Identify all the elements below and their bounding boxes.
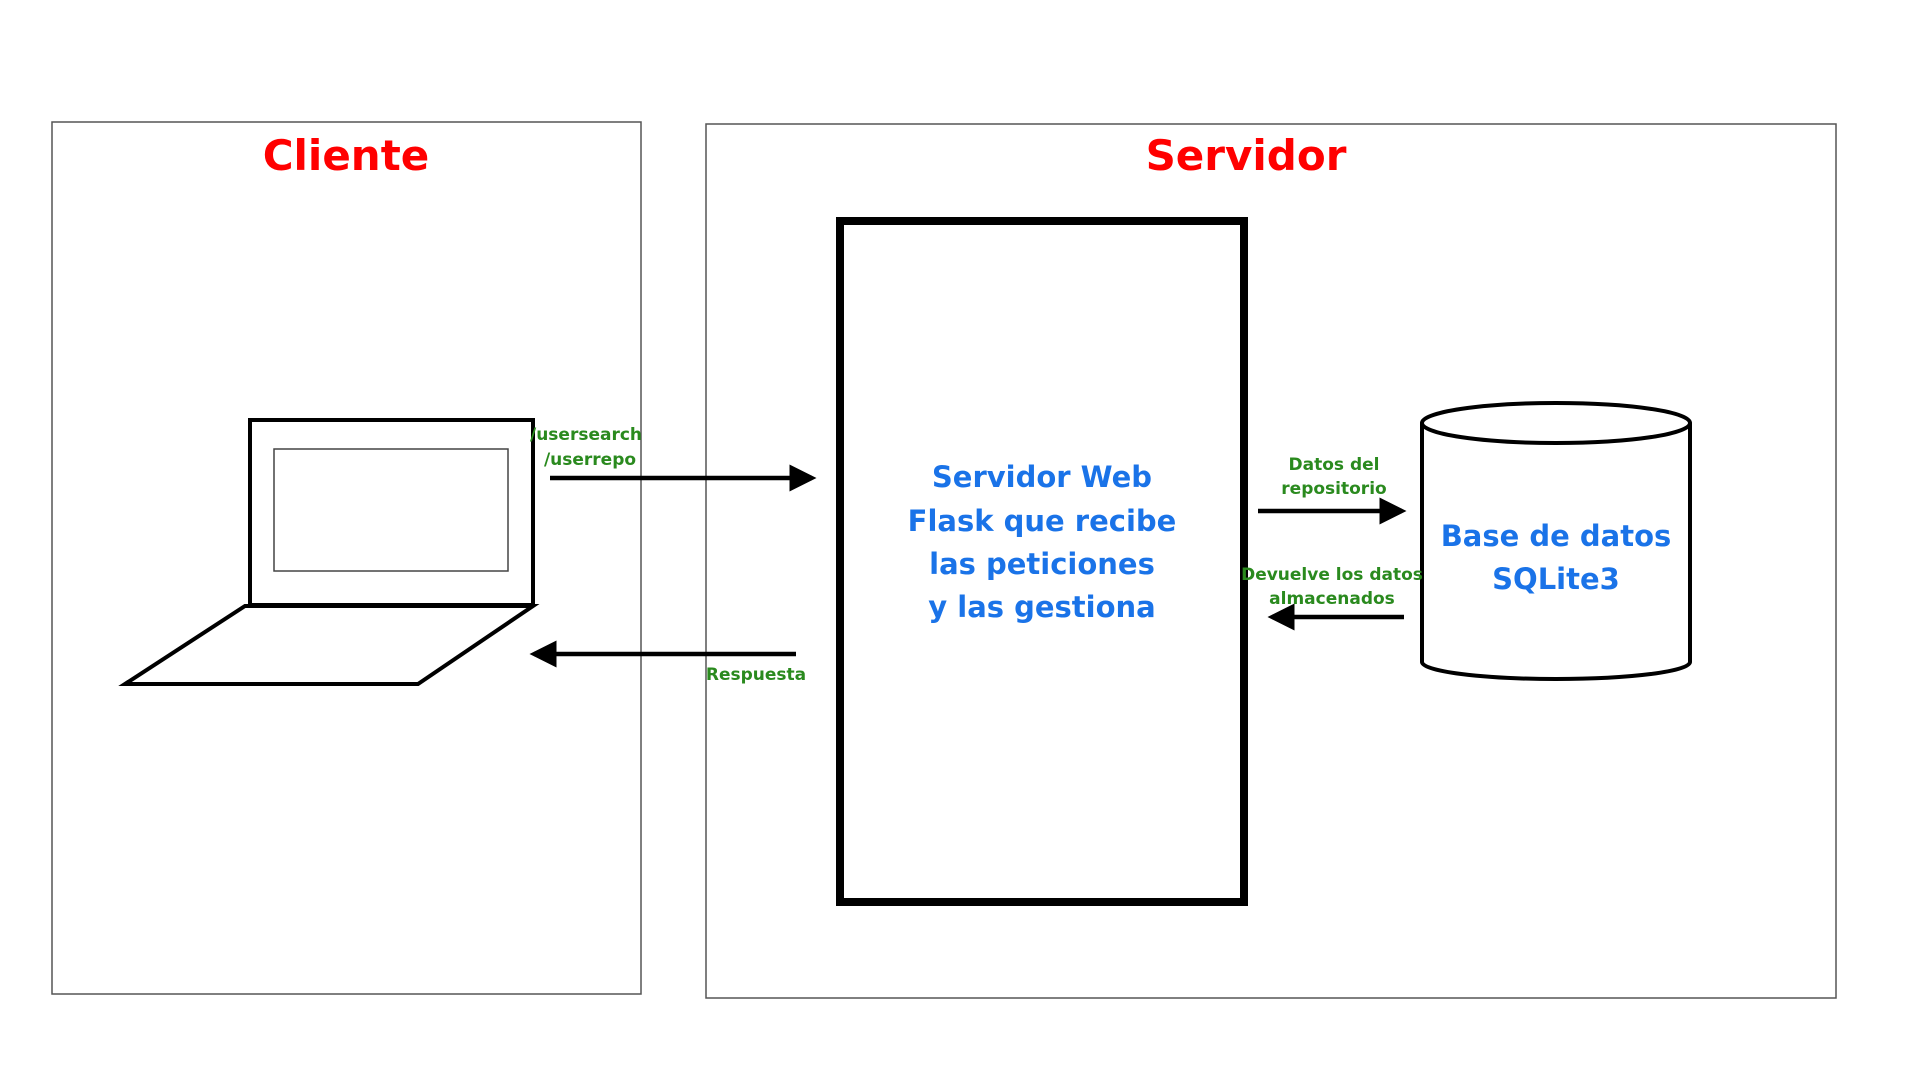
request-label-line-2: /userrepo — [544, 450, 636, 470]
database-node: Base de datos SQLite3 — [1420, 401, 1692, 681]
client-title: Cliente — [263, 131, 430, 180]
request-arrow: /usersearch /userrepo — [530, 425, 817, 492]
client-panel: Cliente — [51, 121, 642, 995]
web-server-box — [836, 217, 1248, 906]
client-box — [51, 121, 642, 995]
database-label-line-1: Base de datos — [1441, 519, 1672, 553]
web-server-label-line-1: Servidor Web — [932, 460, 1152, 494]
response-arrow: Respuesta — [529, 640, 806, 685]
server-panel: Servidor — [705, 123, 1837, 999]
server-title: Servidor — [1146, 131, 1347, 180]
web-server-label-line-3: las peticiones — [929, 547, 1155, 581]
laptop-screen-display — [273, 448, 509, 572]
database-cylinder-body — [1420, 423, 1692, 681]
to-database-label-line-2: repositorio — [1281, 479, 1386, 499]
web-server-label-line-2: Flask que recibe — [908, 504, 1177, 538]
laptop-icon — [118, 418, 540, 686]
to-database-label-line-1: Datos del — [1289, 455, 1380, 475]
laptop-keyboard-base — [118, 604, 540, 686]
database-cylinder-top — [1420, 401, 1692, 445]
response-label: Respuesta — [706, 665, 806, 685]
web-server-label-line-4: y las gestiona — [928, 590, 1156, 624]
to-database-arrow: Datos del repositorio — [1258, 455, 1407, 525]
request-label-line-1: /usersearch — [530, 425, 642, 445]
from-database-arrow: Devuelve los datos almacenados — [1241, 565, 1423, 631]
web-server-node: Servidor Web Flask que recibe las petici… — [836, 217, 1248, 906]
from-database-label-line-1: Devuelve los datos — [1241, 565, 1423, 585]
database-label-line-2: SQLite3 — [1492, 562, 1620, 596]
from-database-label-line-2: almacenados — [1269, 589, 1395, 609]
server-box — [705, 123, 1837, 999]
